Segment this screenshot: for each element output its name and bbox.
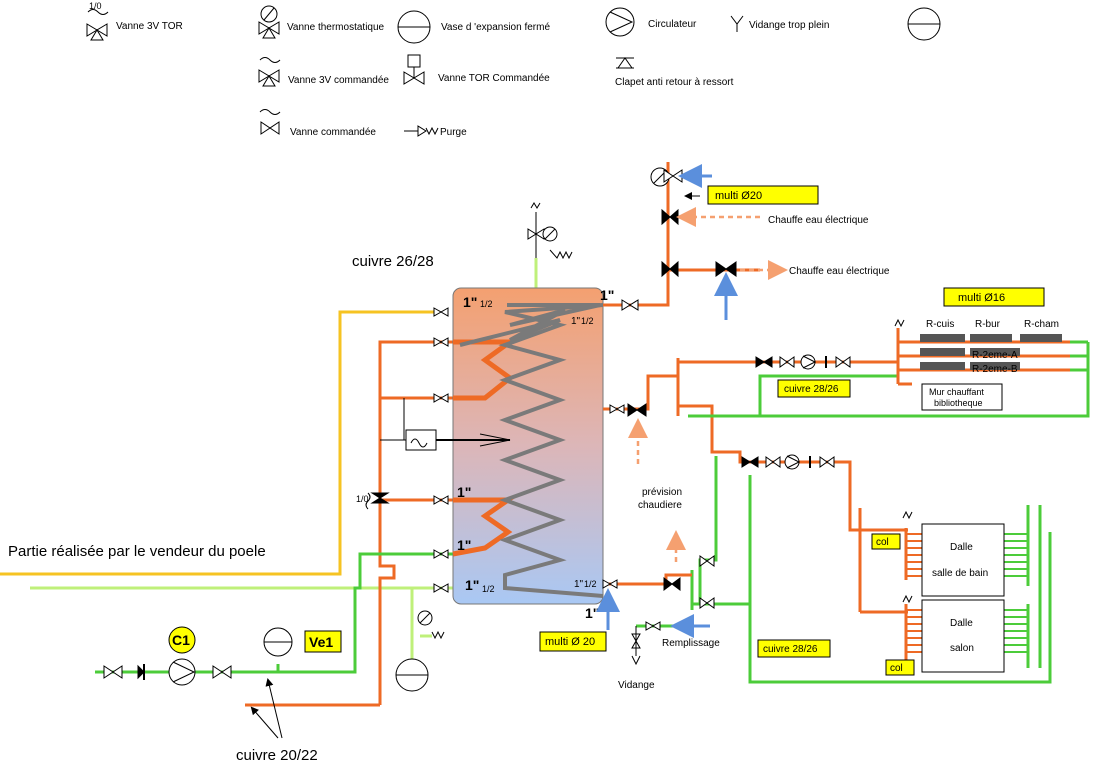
port-top-right: 1" xyxy=(600,287,614,303)
vanne-commandee-icon xyxy=(259,109,281,135)
legend-vase-expansion: Vase d 'expansion fermé xyxy=(441,22,550,33)
cuivre-28-26-top: cuivre 28/26 xyxy=(784,384,839,395)
r-bur: R-bur xyxy=(975,319,1001,330)
r-cham: R-cham xyxy=(1024,319,1059,330)
cuivre-28-26-bottom-box xyxy=(757,639,831,658)
col-2-box xyxy=(885,659,915,676)
tank-port-valves xyxy=(433,307,449,593)
multi-16-box xyxy=(943,287,1045,307)
port-coil-in-sub: 1/2 xyxy=(581,316,594,326)
ve1-box xyxy=(304,630,342,653)
svg-text:1/0: 1/0 xyxy=(356,494,369,504)
purge-icon xyxy=(404,125,439,137)
ve1-label: Ve1 xyxy=(309,634,333,650)
top-valves xyxy=(621,167,737,311)
multi-20-top-label: multi Ø20 xyxy=(715,190,762,202)
port-mid-low: 1" xyxy=(457,484,471,500)
port-low: 1" xyxy=(457,537,471,553)
legend-circulateur: Circulateur xyxy=(648,19,697,30)
chauffe-eau-1: Chauffe eau électrique xyxy=(768,215,869,226)
collector-teeth-green xyxy=(1004,533,1028,653)
multi-16-label: multi Ø16 xyxy=(958,292,1005,304)
r-2eme-b: R-2eme-B xyxy=(972,364,1018,375)
bottom-center-valves xyxy=(602,555,715,666)
legend-vanne-3v-tor: Vanne 3V TOR xyxy=(116,21,183,32)
legend-vanne-3v-commandee: Vanne 3V commandée xyxy=(288,75,389,86)
port-coil-out: 1" xyxy=(574,579,584,590)
dalle-sdb-2: salle de bain xyxy=(932,568,988,579)
port-top-left: 1" xyxy=(463,294,477,310)
vanne-3v-commandee-icon xyxy=(258,57,281,87)
vanne-tor-commandee-icon xyxy=(403,54,425,85)
legend-vanne-tor-commandee: Vanne TOR Commandée xyxy=(438,73,550,84)
r-cuis: R-cuis xyxy=(926,319,954,330)
multi-20-bottom-box xyxy=(539,631,607,652)
port-bottom-right: 1" xyxy=(585,605,599,621)
cuivre-26-28: cuivre 26/28 xyxy=(352,253,434,270)
vidange: Vidange xyxy=(618,680,655,691)
dalle-sdb-1: Dalle xyxy=(950,542,973,553)
dalle-sdb-box xyxy=(921,523,1005,597)
vanne-3v-tor-left-icon: 1/0 xyxy=(356,492,390,510)
legend: 1/0 Vanne 3V TOR Vanne thermostatique Va… xyxy=(86,1,941,138)
svg-text:1/0: 1/0 xyxy=(89,1,102,11)
multi-20-top-box xyxy=(707,185,819,205)
upper-circuit-valves xyxy=(609,354,851,417)
chauffe-eau-2: Chauffe eau électrique xyxy=(789,266,890,277)
c1-badge xyxy=(168,626,196,654)
port-top-left-sub: 1/2 xyxy=(480,299,493,309)
purge-manifold-lower xyxy=(902,510,913,604)
vanne-thermostatique-icon xyxy=(258,5,280,39)
legend-clapet: Clapet anti retour à ressort xyxy=(615,77,734,88)
legend-purge: Purge xyxy=(440,127,467,138)
mur-chauffant-box xyxy=(921,383,1003,411)
lower-circuit-valves xyxy=(741,454,835,470)
port-coil-in: 1" xyxy=(571,316,581,327)
r-2eme-a: R-2eme-A xyxy=(972,350,1018,361)
col-1: col xyxy=(876,537,889,548)
vidange-icon xyxy=(730,15,744,32)
vase-expansion-icon xyxy=(397,10,431,44)
cuivre-28-26-bottom: cuivre 28/26 xyxy=(763,644,818,655)
col-2: col xyxy=(890,663,903,674)
remplissage: Remplissage xyxy=(662,638,720,649)
legend-vidange-trop-plein: Vidange trop plein xyxy=(749,20,829,31)
vanne-3v-tor-icon: 1/0 xyxy=(86,1,109,41)
collector-teeth xyxy=(906,533,924,653)
c1-label: C1 xyxy=(172,632,190,648)
bottom-vessel-icon xyxy=(395,610,445,692)
purge-manifold-upper xyxy=(894,318,905,328)
prevision-line2: chaudiere xyxy=(638,500,682,511)
partie-vendeur: Partie réalisée par le vendeur du poele xyxy=(8,543,266,560)
cuivre-28-26-top-box xyxy=(777,379,851,398)
port-bottom-sub: 1/2 xyxy=(482,584,495,594)
port-coil-out-sub: 1/2 xyxy=(584,579,597,589)
legend-vanne-thermostatique: Vanne thermostatique xyxy=(287,22,385,33)
prevision-line1: prévision xyxy=(642,487,682,498)
dalle-salon-box xyxy=(921,599,1005,673)
circulateur-icon xyxy=(605,7,635,37)
port-bottom: 1" xyxy=(465,577,479,593)
cuivre-20-22: cuivre 20/22 xyxy=(236,747,318,764)
tank-top-purge-icon xyxy=(527,202,573,260)
dalle-salon-1: Dalle xyxy=(950,618,973,629)
multi-20-bottom: multi Ø 20 xyxy=(545,636,595,648)
dalle-salon-2: salon xyxy=(950,643,974,654)
mur-line2: bibliotheque xyxy=(934,398,983,408)
radiator-grids xyxy=(920,334,1062,370)
clapet-icon xyxy=(616,57,634,69)
legend-vanne-commandee: Vanne commandée xyxy=(290,127,376,138)
vase-icon xyxy=(907,7,941,41)
mur-line1: Mur chauffant xyxy=(929,387,984,397)
col-1-box xyxy=(871,533,901,550)
left-circuit xyxy=(103,627,293,686)
electric-heater-icon xyxy=(380,398,511,451)
